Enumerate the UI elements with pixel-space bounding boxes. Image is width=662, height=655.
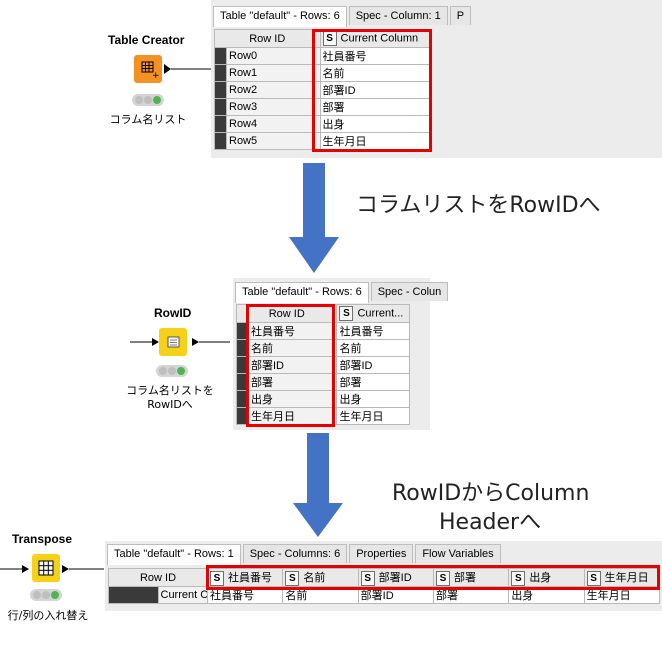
rowid-header[interactable]: Row ID — [235, 304, 338, 323]
node-title-rowid: RowID — [154, 306, 192, 320]
transpose-node[interactable] — [32, 554, 60, 582]
rowid-doc-icon — [167, 336, 180, 348]
output-port-connection — [164, 64, 212, 74]
svg-text:+: + — [152, 71, 160, 81]
string-type-icon: S — [511, 570, 526, 586]
tab-table-default[interactable]: Table "default" - Rows: 6 — [213, 6, 347, 27]
rowid-header[interactable]: Row ID — [214, 29, 321, 48]
status-lights — [30, 589, 62, 601]
status-light-yellow — [42, 591, 50, 599]
string-type-icon: S — [322, 31, 337, 46]
string-type-icon: S — [586, 570, 601, 586]
table-view-panel-3: Table "default" - Rows: 1 Spec - Columns… — [105, 541, 662, 611]
highlight-box-column-headers — [206, 565, 660, 590]
table-view-panel-1: Table "default" - Rows: 6 Spec - Column:… — [211, 0, 662, 158]
status-light-yellow — [144, 96, 152, 104]
tab-spec-column[interactable]: Spec - Column: 1 — [348, 6, 448, 25]
status-light-red — [33, 591, 41, 599]
tab-spec-column[interactable]: Spec - Colun — [370, 282, 449, 301]
table-creator-node[interactable]: + — [134, 55, 162, 83]
tab-table-default[interactable]: Table "default" - Rows: 1 — [107, 544, 241, 565]
table-row[interactable]: 社員番号社員番号 — [236, 322, 410, 340]
table-view-panel-2: Table "default" - Rows: 6 Spec - Colun R… — [233, 278, 449, 430]
grid-icon — [38, 560, 54, 576]
string-type-icon: S — [360, 570, 375, 586]
node-title-table-creator: Table Creator — [108, 33, 185, 47]
arrow-2-caption-line2: Headerへ — [439, 510, 542, 535]
tab-properties[interactable]: Properties — [349, 544, 414, 563]
tab-properties[interactable]: P — [449, 6, 472, 25]
node-label-rowid: コラム名リストを RowIDへ — [126, 384, 214, 411]
down-arrow-2 — [293, 433, 343, 537]
arrow-2-caption-line1: RowIDからColumn — [392, 481, 590, 506]
table-row[interactable]: 生年月日生年月日 — [236, 407, 410, 425]
highlight-box-rowid — [246, 304, 335, 427]
string-type-icon: S — [210, 570, 224, 586]
status-light-green — [153, 96, 161, 104]
string-type-icon: S — [339, 306, 354, 321]
arrow-1-caption: コラムリストをRowIDへ — [356, 193, 601, 218]
node-title-transpose: Transpose — [12, 532, 73, 546]
rowid-header[interactable]: Row ID — [108, 568, 208, 587]
status-light-green — [177, 367, 185, 375]
string-type-icon: S — [285, 570, 300, 586]
status-light-red — [135, 96, 143, 104]
node-label-transpose: 行/列の入れ替え — [7, 609, 89, 622]
node-label-table-creator: コラム名リスト — [109, 113, 187, 126]
rowid-connection — [130, 338, 230, 346]
string-type-icon: S — [435, 570, 450, 586]
status-light-green — [51, 591, 59, 599]
status-light-yellow — [168, 367, 176, 375]
rowid-node[interactable] — [159, 328, 187, 356]
table-row[interactable]: 出身出身 — [236, 390, 410, 408]
tab-spec-columns[interactable]: Spec - Columns: 6 — [242, 544, 348, 563]
down-arrow-1 — [289, 163, 339, 273]
transpose-connection — [0, 565, 104, 573]
tab-table-default[interactable]: Table "default" - Rows: 6 — [235, 282, 369, 303]
table-row[interactable]: Current Column 社員番号 名前 部署ID 部署 出身 生年月日 — [108, 586, 661, 604]
table-row[interactable]: 部署部署 — [236, 373, 410, 391]
table-plus-icon: + — [141, 61, 160, 81]
table-row[interactable]: 名前名前 — [236, 339, 410, 357]
highlight-box-current-column — [312, 29, 432, 152]
status-light-red — [159, 367, 167, 375]
status-lights — [156, 365, 188, 377]
tab-flow-variables[interactable]: Flow Variables — [415, 544, 501, 563]
status-lights — [132, 94, 164, 106]
